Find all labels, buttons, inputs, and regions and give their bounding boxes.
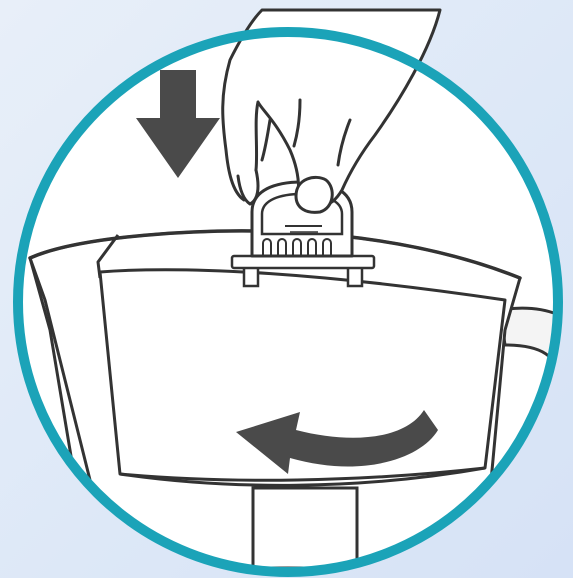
filter-base-block	[253, 488, 357, 568]
hand-thumb	[296, 177, 332, 212]
cartridge-flange	[232, 256, 374, 268]
